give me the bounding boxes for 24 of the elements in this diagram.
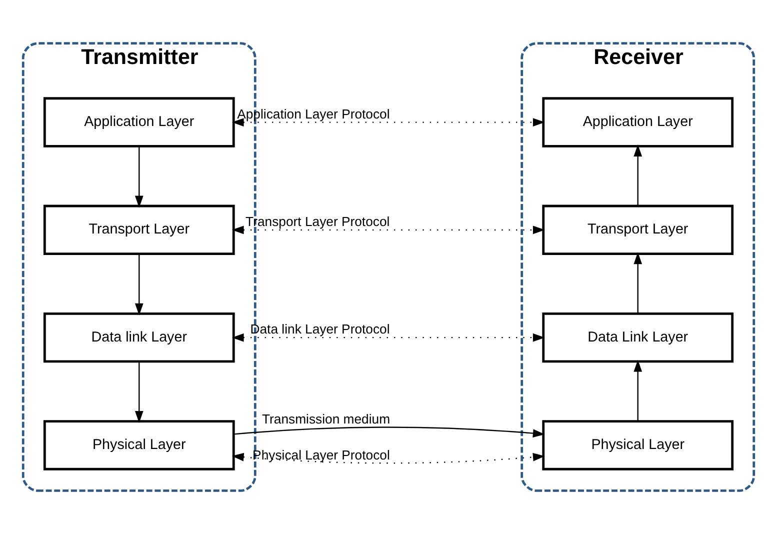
arrow [634,144,642,206]
arrow [232,118,545,126]
node-box: Data Link Layer [542,312,734,362]
arrow [234,426,545,437]
edge-label: Transport Layer Protocol [246,214,390,229]
arrow [134,361,144,423]
node-box: Data link Layer [43,312,235,362]
node-box: Physical Layer [43,420,235,470]
arrow [232,332,545,342]
edge-label: Transmission medium [262,410,390,426]
arrow [634,252,642,314]
arrow [634,359,642,421]
node-box: Transport Layer [542,204,734,255]
node-box: Application Layer [43,96,235,147]
arrow [134,253,144,315]
arrow [134,146,144,208]
arrow [232,225,545,234]
node-box: Application Layer [542,96,734,147]
edge-label: Application Layer Protocol [237,106,390,121]
node-box: Transport Layer [43,204,235,255]
edge-label: Physical Layer Protocol [252,446,390,462]
edge-label: Data link Layer Protocol [250,321,390,336]
node-box: Physical Layer [542,420,734,470]
arrow [232,452,545,464]
